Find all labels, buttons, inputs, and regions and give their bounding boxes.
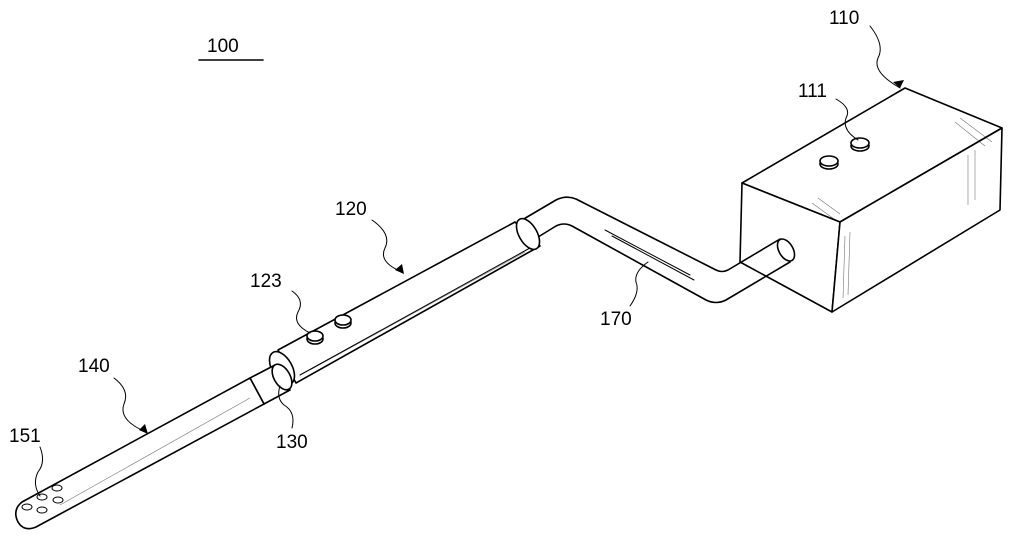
leader-151 bbox=[35, 447, 42, 496]
label-123: 123 bbox=[250, 271, 282, 292]
label-120: 120 bbox=[335, 199, 367, 220]
leader-170 bbox=[630, 262, 648, 306]
label-140: 140 bbox=[78, 356, 110, 377]
probe bbox=[16, 378, 264, 529]
box-button-front bbox=[820, 156, 838, 169]
label-130: 130 bbox=[276, 432, 308, 453]
label-100: 100 bbox=[207, 36, 239, 57]
label-151: 151 bbox=[9, 426, 41, 447]
handle-button-2 bbox=[335, 315, 351, 328]
label-170: 170 bbox=[600, 309, 632, 330]
box-button-rear bbox=[851, 138, 869, 151]
handle bbox=[264, 215, 544, 389]
leader-120 bbox=[372, 220, 402, 272]
arrow-120 bbox=[395, 264, 404, 274]
leader-110 bbox=[870, 26, 900, 88]
arrow-140 bbox=[139, 424, 148, 434]
label-111: 111 bbox=[798, 81, 827, 102]
control-box bbox=[740, 88, 1002, 312]
leader-140 bbox=[114, 378, 146, 432]
leader-123 bbox=[292, 291, 310, 333]
label-110: 110 bbox=[829, 8, 859, 29]
